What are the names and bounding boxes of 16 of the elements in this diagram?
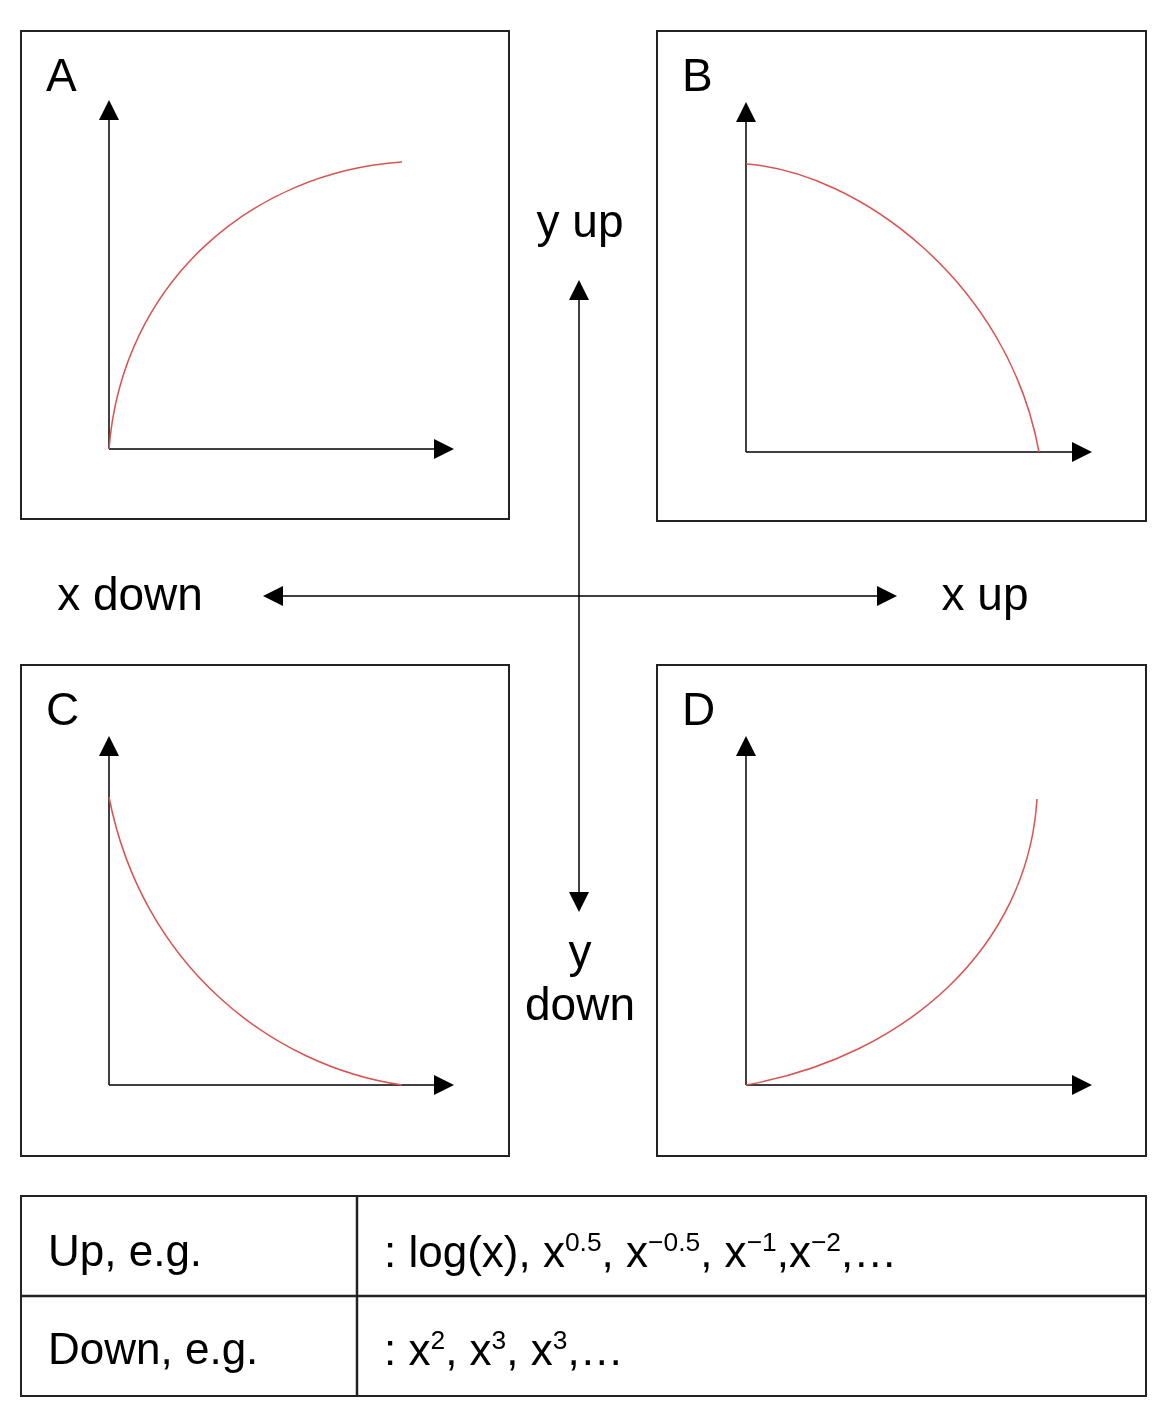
panel-letter: A — [46, 52, 77, 98]
table-cell: : log(x), x$^{0.5}$, x$^{−0.5}$, x$^{−1}$,x$^{−2}$,… — [384, 1229, 898, 1274]
direction-label: y down — [524, 925, 636, 1031]
graph-panel — [20, 664, 510, 1157]
direction-label: x down — [56, 568, 204, 621]
table-cell: Down, e.g. — [48, 1327, 259, 1371]
panel-letter: C — [46, 686, 80, 732]
graph-panel — [656, 664, 1147, 1157]
table-cell: : x$^{2}$, x$^{3}$, x$^{3}$,… — [384, 1327, 624, 1372]
panel-letter: D — [682, 686, 716, 732]
panel-letter: B — [682, 52, 713, 98]
direction-label: x up — [940, 568, 1030, 621]
direction-label: y up — [535, 195, 625, 248]
graph-panel — [20, 30, 510, 520]
graph-panel — [656, 30, 1147, 522]
table-cell: Up, e.g. — [48, 1229, 203, 1273]
